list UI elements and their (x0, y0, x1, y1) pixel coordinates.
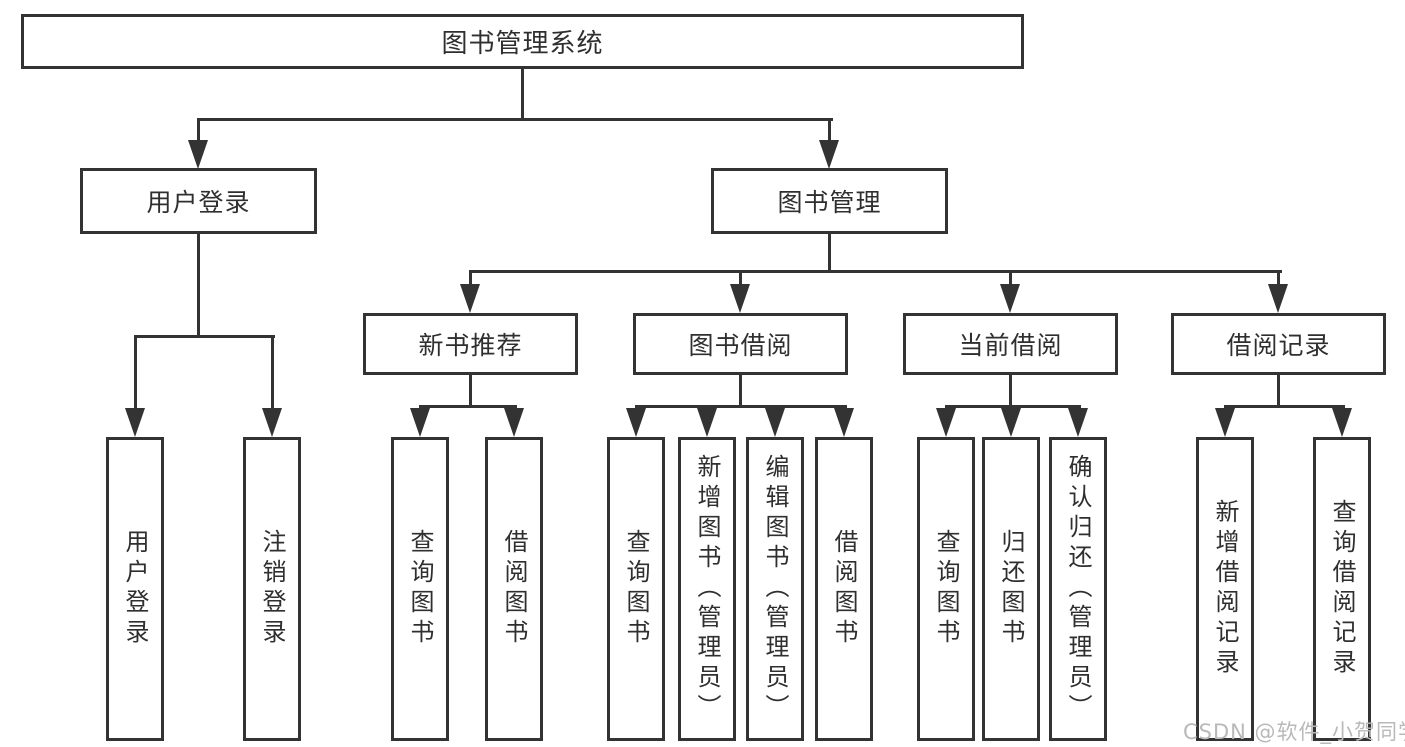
node-book-management: 图书管理 (711, 168, 948, 234)
arrowhead-return-books (1001, 408, 1021, 437)
connector-drop-new-book (469, 273, 472, 285)
node-book-management-label: 图书管理 (777, 188, 882, 217)
arrowhead-login-leaf (125, 408, 145, 437)
arrowhead-book-management (819, 140, 839, 169)
arrowhead-logout-leaf (262, 408, 282, 437)
node-add-borrow-record-label: 新增借阅记录 (1211, 499, 1239, 679)
connector-drop-logout-leaf (271, 338, 274, 408)
node-return-books-label: 归还图书 (997, 529, 1025, 649)
node-user-login: 用户登录 (80, 168, 317, 234)
node-add-book-admin-label: 新增图书（管理员） (693, 454, 721, 724)
arrowhead-query-books-1 (410, 408, 430, 437)
arrowhead-borrow-books-1 (504, 408, 524, 437)
node-library-management-system: 图书管理系统 (21, 14, 1024, 69)
node-borrow-books-2: 借阅图书 (815, 437, 873, 741)
node-borrow-books-2-label: 借阅图书 (830, 529, 858, 649)
node-borrowing-records: 借阅记录 (1171, 313, 1386, 375)
arrowhead-book-borrowing (730, 284, 750, 313)
arrowhead-add-book (697, 408, 717, 437)
node-edit-book-admin-label: 编辑图书（管理员） (761, 454, 789, 724)
arrowhead-new-book (460, 284, 480, 313)
node-library-management-system-label: 图书管理系统 (441, 29, 604, 59)
node-borrowing-records-label: 借阅记录 (1226, 331, 1331, 360)
connector-user-login-stem (197, 234, 200, 335)
node-query-borrow-record-label: 查询借阅记录 (1328, 499, 1356, 679)
arrowhead-borrow-books-2 (834, 408, 854, 437)
node-borrow-books-1: 借阅图书 (485, 437, 543, 741)
node-book-borrowing: 图书借阅 (633, 313, 848, 375)
arrowhead-user-login (188, 140, 208, 169)
arrowhead-confirm-return (1068, 408, 1088, 437)
node-logout-label: 注销登录 (258, 529, 286, 649)
node-borrow-books-1-label: 借阅图书 (500, 529, 528, 649)
connector-new-book-rail (419, 405, 517, 408)
watermark-text: CSDN @软件_小贺同学 (1183, 720, 1405, 744)
node-new-book-recommendation-label: 新书推荐 (418, 331, 523, 360)
node-current-borrowing-label: 当前借阅 (958, 331, 1063, 360)
node-return-books: 归还图书 (982, 437, 1040, 741)
node-query-books-1: 查询图书 (391, 437, 449, 741)
arrowhead-query-books-3 (936, 408, 956, 437)
connector-drop-book-management (828, 121, 831, 142)
node-confirm-return-admin-label: 确认归还（管理员） (1064, 454, 1092, 724)
node-query-borrow-record: 查询借阅记录 (1313, 437, 1371, 741)
node-add-book-admin: 新增图书（管理员） (678, 437, 736, 741)
connector-root-rail (197, 118, 833, 121)
node-query-books-3-label: 查询图书 (932, 529, 960, 649)
connector-drop-book-borrowing (739, 273, 742, 285)
node-add-borrow-record: 新增借阅记录 (1196, 437, 1254, 741)
connector-book-borrowing-stem (739, 375, 742, 405)
connector-borrowing-records-stem (1277, 375, 1280, 405)
node-user-login-leaf: 用户登录 (106, 437, 164, 741)
node-query-books-2-label: 查询图书 (622, 529, 650, 649)
arrowhead-query-books-2 (626, 408, 646, 437)
node-book-borrowing-label: 图书借阅 (688, 331, 793, 360)
connector-root-stem (521, 69, 524, 118)
connector-current-borrowing-stem (1009, 375, 1012, 405)
node-query-books-3: 查询图书 (917, 437, 975, 741)
arrowhead-current-borrowing (1000, 284, 1020, 313)
connector-user-login-rail (134, 335, 275, 338)
connector-book-management-rail (469, 270, 1282, 273)
connector-book-borrowing-rail (635, 405, 847, 408)
node-confirm-return-admin: 确认归还（管理员） (1049, 437, 1107, 741)
node-edit-book-admin: 编辑图书（管理员） (746, 437, 804, 741)
connector-book-management-stem (828, 234, 831, 270)
connector-current-borrowing-rail (945, 405, 1081, 408)
arrowhead-add-borrow-record (1215, 408, 1235, 437)
node-current-borrowing: 当前借阅 (903, 313, 1118, 375)
node-query-books-1-label: 查询图书 (406, 529, 434, 649)
connector-drop-current-borrowing (1009, 273, 1012, 285)
connector-drop-user-login (197, 121, 200, 142)
connector-borrowing-records-rail (1224, 405, 1345, 408)
node-logout: 注销登录 (243, 437, 301, 741)
node-user-login-leaf-label: 用户登录 (121, 529, 149, 649)
connector-drop-login-leaf (134, 338, 137, 408)
node-query-books-2: 查询图书 (607, 437, 665, 741)
node-new-book-recommendation: 新书推荐 (363, 313, 578, 375)
connector-new-book-stem (469, 375, 472, 405)
connector-drop-borrowing-records (1277, 273, 1280, 285)
arrowhead-query-borrow-record (1332, 408, 1352, 437)
arrowhead-borrowing-records (1268, 284, 1288, 313)
arrowhead-edit-book (765, 408, 785, 437)
node-user-login-label: 用户登录 (146, 188, 251, 217)
